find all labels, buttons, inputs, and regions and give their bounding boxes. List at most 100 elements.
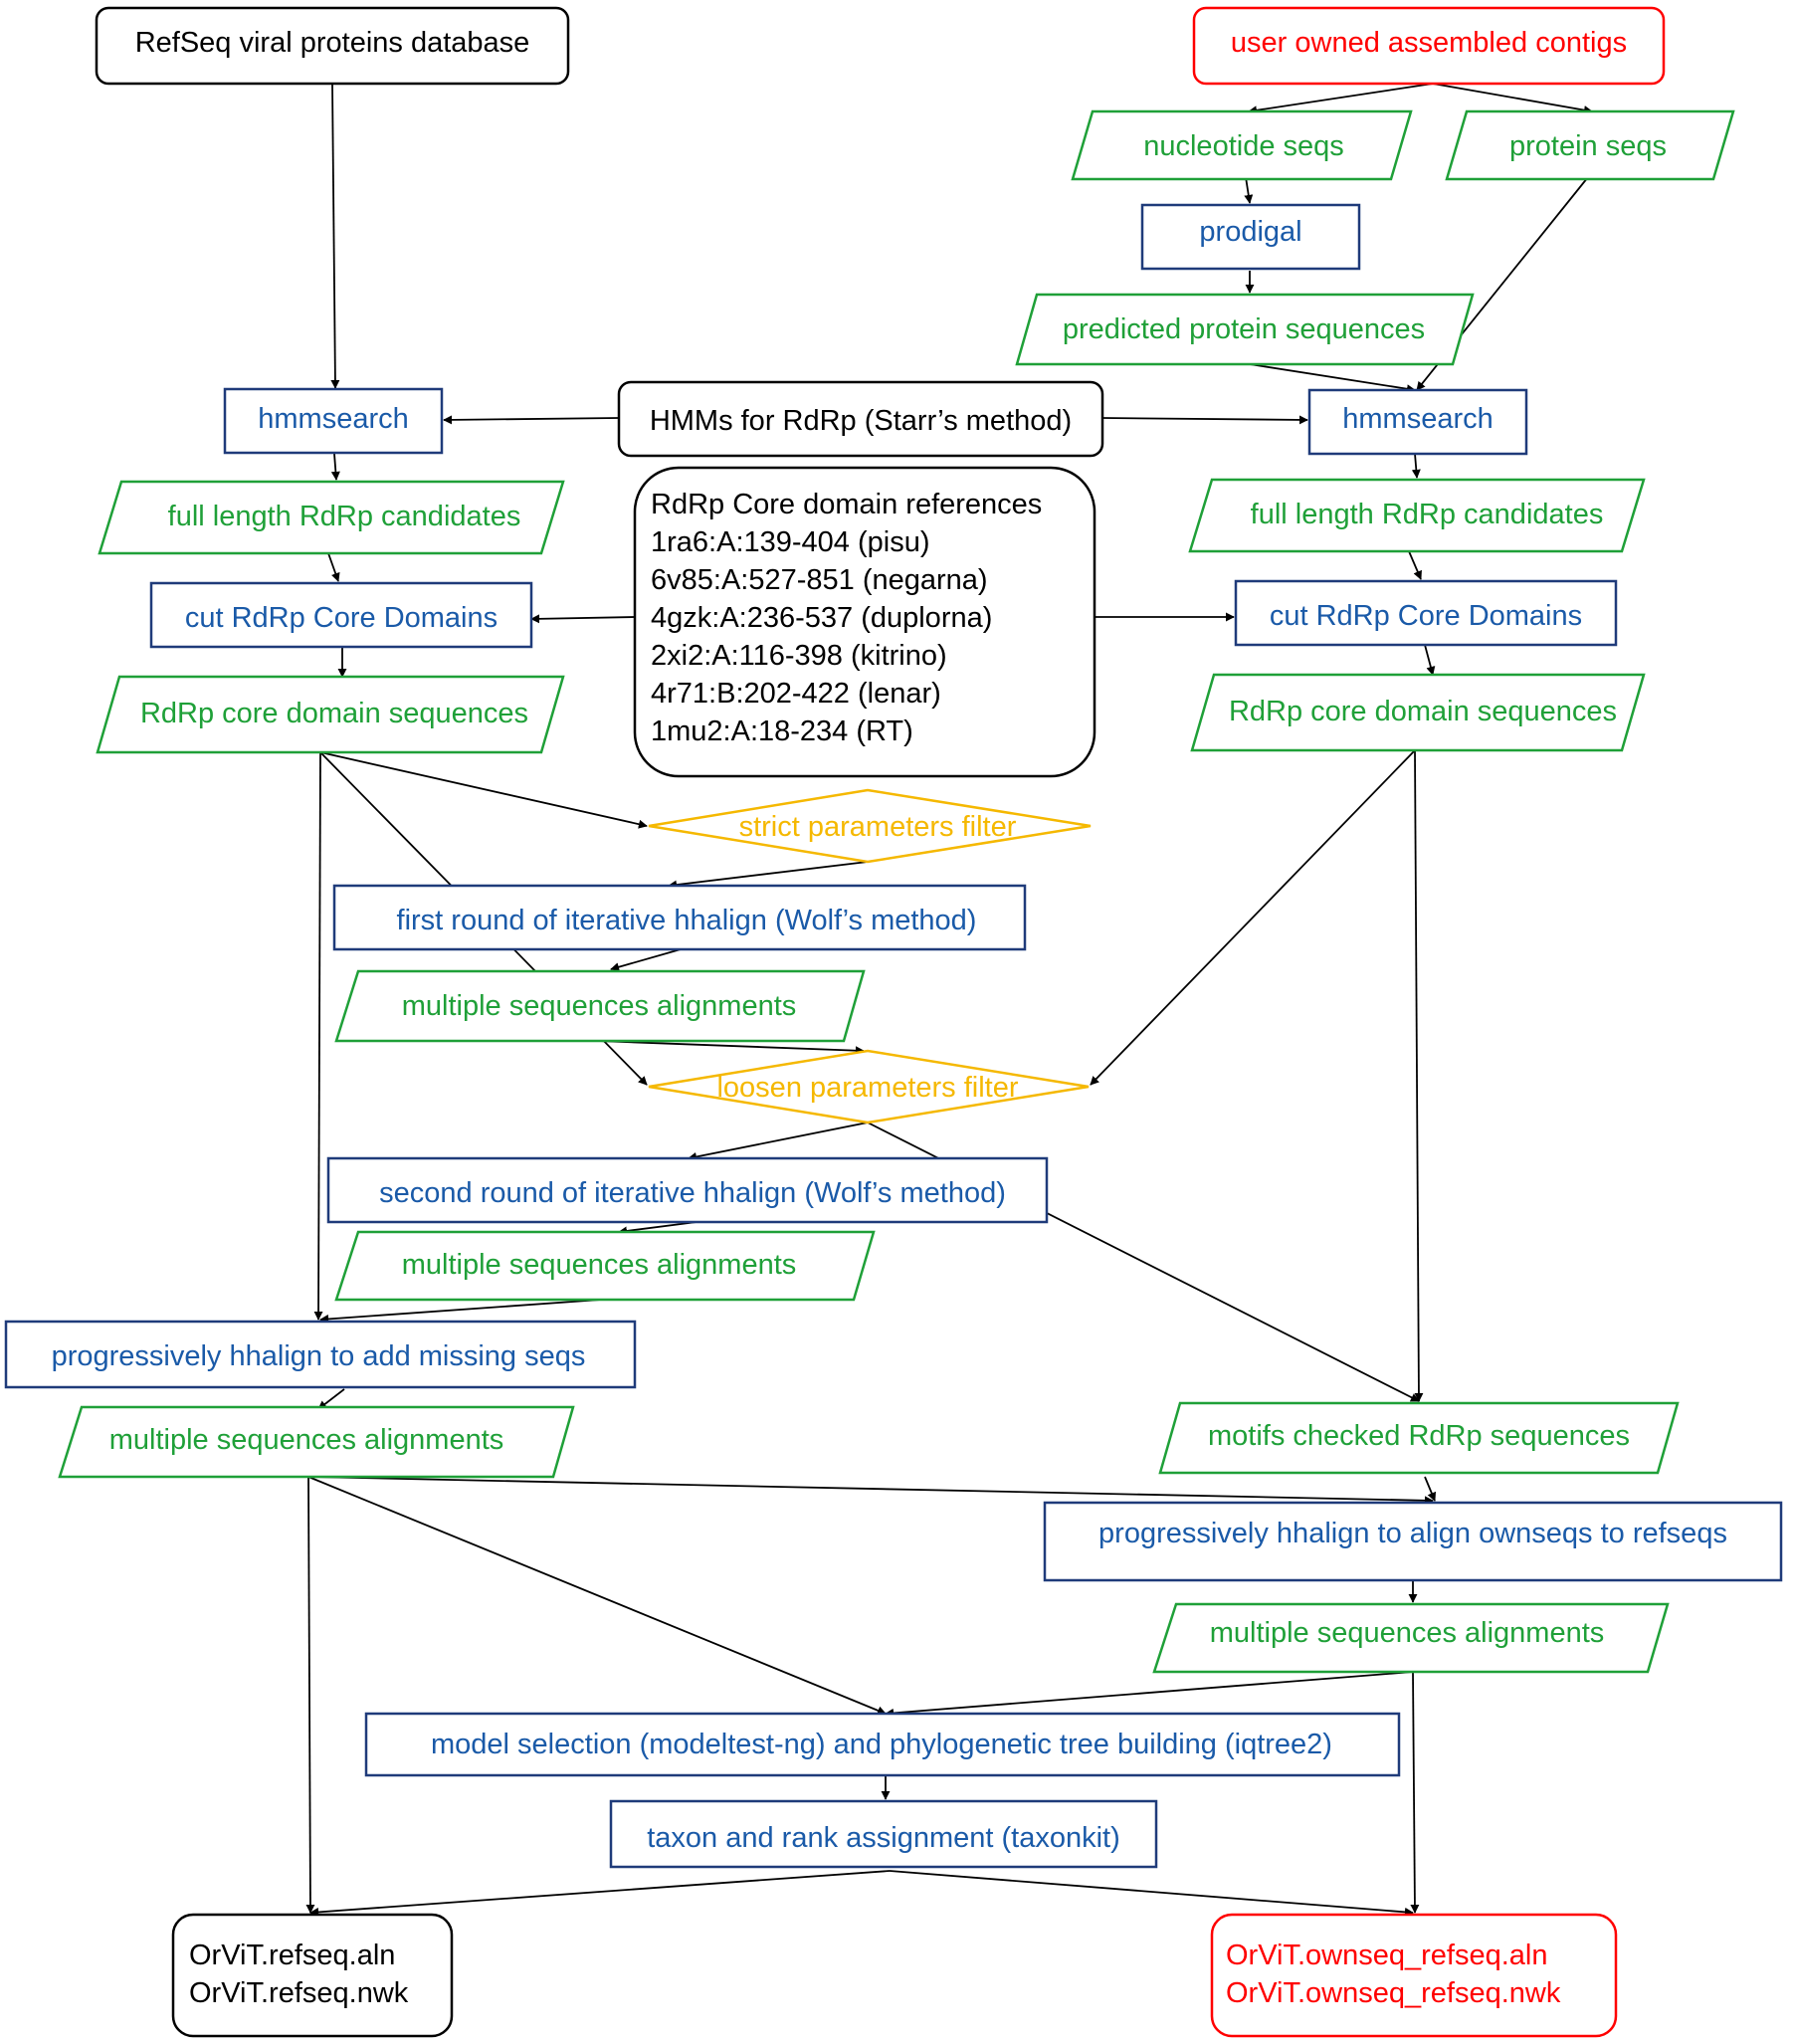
edge-loosen-to-secondround (688, 1122, 869, 1161)
taxon-assign-label: taxon and rank assignment (taxonkit) (647, 1822, 1120, 1854)
prodigal-box (1140, 203, 1361, 271)
edge-msa2-to-progressive (319, 1299, 602, 1324)
edge-hmms-to-hmmsearch-left (443, 415, 620, 425)
msa-3-shape (58, 1405, 575, 1479)
core-ref-2xi2: 2xi2:A:116-398 (kitrino) (651, 640, 947, 672)
cut-left-label: cut RdRp Core Domains (185, 602, 498, 634)
cut-right-label: cut RdRp Core Domains (1270, 600, 1582, 632)
edge-msa4-to-out-ownseq (1410, 1671, 1420, 1914)
edge-hmms-to-hmmsearch-right (1101, 415, 1308, 425)
edge-cut-right-to-coreseq (1424, 644, 1436, 676)
edge-taxon-to-out-ownseq (889, 1870, 1414, 1917)
nucleotide-seqs-label: nucleotide seqs (1143, 130, 1344, 162)
strict-filter-label: strict parameters filter (739, 811, 1017, 843)
first-round-box (332, 884, 1027, 951)
progressive-own-box (1043, 1501, 1783, 1582)
out-refseq-box (171, 1913, 454, 2038)
core-seq-left-label: RdRp core domain sequences (140, 698, 528, 729)
edge-contigs-to-nucleotide (1248, 83, 1434, 115)
cut-left-box (149, 581, 533, 649)
edge-motifs-to-progressive-own (1424, 1476, 1437, 1502)
model-selection-box (364, 1712, 1401, 1777)
core-refs-box (633, 466, 1096, 778)
edge-refs-to-cut-left (530, 614, 636, 624)
hmmsearch-right-label: hmmsearch (1342, 403, 1494, 435)
edge-coreseq-right-to-motifs (1414, 749, 1424, 1402)
first-round-label: first round of iterative hhalign (Wolf’s… (397, 905, 977, 936)
core-ref-1ra6: 1ra6:A:139-404 (pisu) (651, 526, 930, 558)
progressive-missing-box (4, 1320, 637, 1389)
nucleotide-seqs-shape (1071, 109, 1413, 181)
msa-4-label: multiple sequences alignments (1210, 1617, 1605, 1649)
second-round-box (326, 1156, 1049, 1224)
edge-msa4-to-model (885, 1671, 1414, 1718)
edge-nucleotide-to-prodigal (1244, 176, 1254, 204)
hmmsearch-left-box (223, 387, 444, 455)
loosen-filter-label: loosen parameters filter (716, 1072, 1018, 1104)
edge-firstround-to-msa1 (610, 948, 682, 972)
msa-2-shape (334, 1230, 876, 1302)
core-seq-right-shape (1190, 673, 1646, 752)
msa-4-shape (1152, 1602, 1670, 1674)
progressive-missing-label: progressively hhalign to add missing seq… (52, 1340, 586, 1372)
user-contigs-label: user owned assembled contigs (1231, 27, 1627, 59)
refseq-db-label: RefSeq viral proteins database (135, 27, 530, 59)
core-seq-left-shape (96, 675, 565, 754)
edge-msa3-to-progressive-own (307, 1476, 1434, 1506)
hmmsearch-right-box (1307, 388, 1528, 456)
out-refseq-aln: OrViT.refseq.aln (189, 1940, 395, 1971)
edge-hmmsearch-left-to-fulllen (330, 453, 340, 481)
edge-predicted-to-hmmsearch-right (1249, 363, 1416, 394)
motifs-checked-shape (1158, 1401, 1680, 1475)
edge-hmmsearch-right-to-fulllen (1411, 453, 1421, 479)
out-refseq-nwk: OrViT.refseq.nwk (189, 1977, 409, 2009)
msa-1-shape (334, 969, 866, 1043)
edge-strict-to-firstround (668, 861, 869, 890)
protein-seqs-label: protein seqs (1509, 130, 1667, 162)
edge-taxon-to-out-refseq (309, 1870, 891, 1917)
prodigal-label: prodigal (1199, 216, 1301, 248)
edge-secondround-to-msa2 (618, 1221, 697, 1236)
core-refs-heading: RdRp Core domain references (651, 489, 1042, 520)
out-ownseq-aln: OrViT.ownseq_refseq.aln (1226, 1940, 1547, 1971)
edge-refseq-to-hmmsearch-left (330, 83, 340, 389)
progressive-own-label: progressively hhalign to align ownseqs t… (1098, 1518, 1727, 1549)
full-length-right-shape (1188, 478, 1646, 553)
full-length-left-label: full length RdRp candidates (168, 501, 521, 532)
out-ownseq-nwk: OrViT.ownseq_refseq.nwk (1226, 1977, 1561, 2009)
nodes: RefSeq viral proteins database user owne… (4, 6, 1783, 2038)
edge-fulllen-left-to-cut (327, 552, 340, 582)
second-round-label: second round of iterative hhalign (Wolf’… (379, 1177, 1006, 1209)
hmms-rdrp-label: HMMs for RdRp (Starr’s method) (650, 405, 1072, 437)
loosen-filter-diamond (648, 1049, 1090, 1124)
refseq-db-box (95, 6, 570, 86)
motifs-checked-label: motifs checked RdRp sequences (1208, 1420, 1630, 1452)
core-ref-4r71: 4r71:B:202-422 (lenar) (651, 678, 941, 710)
full-length-left-shape (98, 480, 565, 555)
edge-msa3-to-model (307, 1476, 887, 1716)
out-ownseq-box (1210, 1913, 1618, 2038)
edge-msa1-to-loosen (596, 1040, 865, 1056)
edge-fulllen-right-to-cut (1408, 550, 1422, 580)
msa-3-label: multiple sequences alignments (109, 1424, 504, 1456)
edge-coreseq-right-to-loosen (1090, 749, 1416, 1086)
full-length-right-label: full length RdRp candidates (1251, 499, 1604, 530)
hmms-rdrp-box (617, 380, 1104, 458)
core-ref-6v85: 6v85:A:527-851 (negarna) (651, 564, 988, 596)
cut-right-box (1234, 579, 1618, 647)
strict-filter-diamond (648, 788, 1092, 864)
predicted-protein-label: predicted protein sequences (1063, 313, 1425, 345)
protein-seqs-shape (1445, 109, 1735, 181)
edge-coreseq-left-to-strict (319, 751, 648, 829)
core-seq-right-label: RdRp core domain sequences (1229, 696, 1617, 727)
edge-coreseq-left-to-progressive (313, 751, 323, 1321)
msa-1-label: multiple sequences alignments (402, 990, 797, 1022)
edge-msa3-to-out-refseq (305, 1476, 315, 1914)
predicted-protein-shape (1015, 293, 1475, 366)
msa-2-label: multiple sequences alignments (402, 1249, 797, 1281)
edge-progressive-to-msa3 (317, 1388, 345, 1410)
core-ref-1mu2: 1mu2:A:18-234 (RT) (651, 715, 913, 747)
edge-contigs-to-protein (1432, 83, 1593, 115)
user-contigs-box (1192, 6, 1666, 86)
